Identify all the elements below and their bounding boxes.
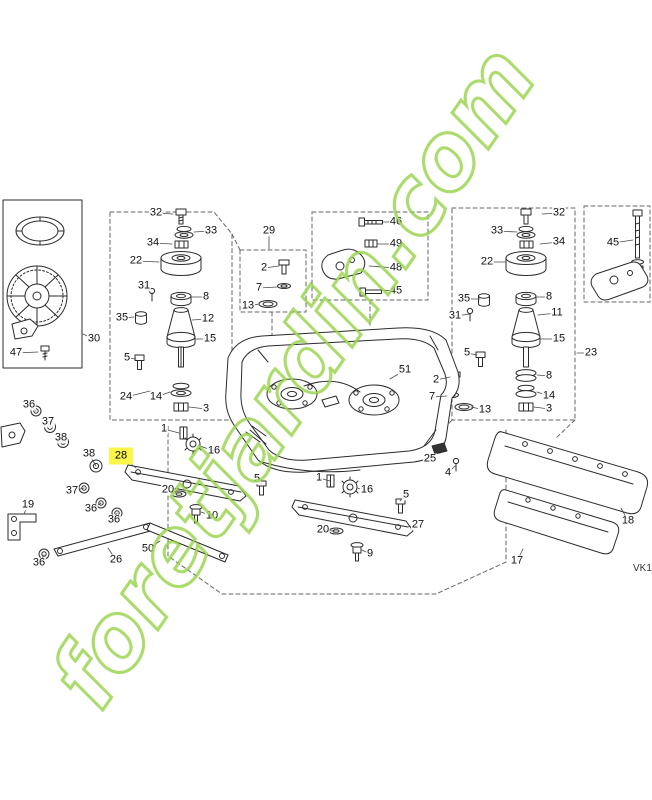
part-label-8[interactable]: 8 [201,290,211,303]
part-label-27[interactable]: 27 [410,518,426,531]
spindle-assembly-right [466,208,547,412]
part-label-34[interactable]: 34 [145,236,161,249]
part-label-20[interactable]: 20 [315,523,331,536]
part-label-45[interactable]: 45 [605,236,621,249]
part-label-35[interactable]: 35 [114,311,130,324]
flywheel-box [2,199,83,369]
part-label-3[interactable]: 3 [201,402,211,415]
part-label-3[interactable]: 3 [544,402,554,415]
part-label-9[interactable]: 9 [365,547,375,560]
part-label-10[interactable]: 10 [204,509,220,522]
part-label-31[interactable]: 31 [447,309,463,322]
part-label-1[interactable]: 1 [159,422,169,435]
part-label-31[interactable]: 31 [136,279,152,292]
part-label-7[interactable]: 7 [254,281,264,294]
part-label-18[interactable]: 18 [620,514,636,527]
part-label-36[interactable]: 36 [31,556,47,569]
blade-27-group [291,476,414,562]
part-label-47[interactable]: 47 [8,346,24,359]
part-label-16[interactable]: 16 [206,444,222,457]
part-label-51[interactable]: 51 [397,363,413,376]
part-label-34[interactable]: 34 [551,235,567,248]
part-label-36[interactable]: 36 [83,502,99,515]
part-label-8[interactable]: 8 [544,290,554,303]
part-label-11[interactable]: 11 [550,306,564,319]
part-label-13[interactable]: 13 [477,403,493,416]
mower-deck-51 [179,327,460,488]
part-label-33[interactable]: 33 [489,224,505,237]
bracket-48-hardware [321,217,383,297]
blade-28-group [124,433,267,524]
part-label-5[interactable]: 5 [401,488,411,501]
part-label-15[interactable]: 15 [551,332,567,345]
part-label-5[interactable]: 5 [122,351,132,364]
part-label-22[interactable]: 22 [128,254,144,267]
spindle-assembly-left [134,208,202,412]
part-label-49[interactable]: 49 [388,237,404,250]
part-label-17[interactable]: 17 [509,554,525,567]
part-label-22[interactable]: 22 [479,255,495,268]
deflector-17-18-group [486,431,649,555]
part-label-38[interactable]: 38 [53,431,69,444]
part-label-1[interactable]: 1 [314,471,324,484]
part-label-12[interactable]: 12 [200,312,216,325]
part-label-29[interactable]: 29 [261,224,277,237]
part-label-7[interactable]: 7 [427,390,437,403]
part-label-14[interactable]: 14 [148,390,164,403]
part-label-28[interactable]: 28 [108,447,134,465]
part-label-14[interactable]: 14 [541,389,557,402]
part-label-19[interactable]: 19 [20,498,36,511]
part-label-32[interactable]: 32 [551,206,567,219]
part-label-46[interactable]: 46 [388,215,404,228]
part-label-50[interactable]: 50 [140,542,156,555]
part-label-32[interactable]: 32 [148,206,164,219]
hardware-box-29 [258,259,291,308]
part-label-37[interactable]: 37 [40,415,56,428]
part-label-5[interactable]: 5 [462,346,472,359]
part-label-15[interactable]: 15 [202,332,218,345]
part-label-25[interactable]: 25 [422,452,438,465]
drawing-code: VK1 [633,563,652,574]
part-label-24[interactable]: 24 [118,390,134,403]
part-label-8[interactable]: 8 [544,369,554,382]
part-label-30[interactable]: 30 [86,332,102,345]
part-label-36[interactable]: 36 [106,513,122,526]
part-label-2[interactable]: 2 [431,373,441,386]
part-label-20[interactable]: 20 [160,483,176,496]
part-label-33[interactable]: 33 [203,224,219,237]
part-label-35[interactable]: 35 [456,292,472,305]
part-label-13[interactable]: 13 [240,299,256,312]
part-label-45[interactable]: 45 [388,284,404,297]
part-label-26[interactable]: 26 [108,553,124,566]
part-label-36[interactable]: 36 [21,398,37,411]
part-label-2[interactable]: 2 [259,261,269,274]
part-label-5[interactable]: 5 [252,472,262,485]
part-label-37[interactable]: 37 [64,484,80,497]
part-label-23[interactable]: 23 [583,346,599,359]
part-label-4[interactable]: 4 [443,466,453,479]
part-label-38[interactable]: 38 [81,447,97,460]
part-label-48[interactable]: 48 [388,261,404,274]
part-label-16[interactable]: 16 [359,483,375,496]
hardware-45-far-right [590,209,649,301]
